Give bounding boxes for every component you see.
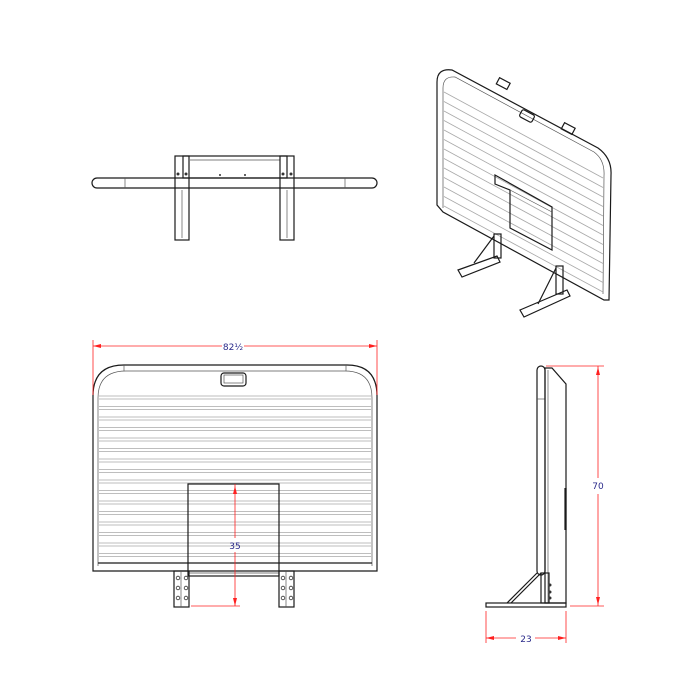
iso-slat-line: [443, 139, 604, 226]
dimension-height: 70: [546, 365, 604, 607]
iso-slat-line: [443, 167, 604, 255]
dimension-depth-label: 23: [520, 635, 531, 645]
front-bracket-right: [278, 570, 295, 608]
iso-foot-right: [519, 289, 571, 318]
dimension-depth: 23: [485, 611, 567, 645]
bolt: [175, 575, 181, 581]
top-view: [91, 155, 378, 241]
top-view-bracket-right: [279, 155, 295, 241]
side-base: [485, 602, 567, 608]
iso-slat-line: [443, 110, 604, 198]
dimension-width: 82½: [92, 340, 378, 395]
top-view-box: [182, 155, 288, 179]
front-bracket-bolts: [175, 575, 294, 601]
side-post: [536, 365, 546, 576]
dimension-width-label: 82½: [223, 343, 243, 353]
bolt: [183, 585, 189, 591]
iso-slat-line: [443, 158, 604, 245]
bolt: [183, 595, 189, 601]
iso-slat-line: [443, 129, 604, 217]
bolt: [288, 585, 294, 591]
dimension-cutout-height-label: 35: [229, 542, 240, 552]
iso-slat-line: [443, 196, 604, 283]
iso-slat-line: [443, 177, 604, 264]
front-logo-mark: [223, 374, 244, 384]
iso-slats: [443, 91, 604, 293]
bolt: [288, 595, 294, 601]
iso-slat-line: [443, 120, 604, 207]
bolt: [175, 585, 181, 591]
bolt: [288, 575, 294, 581]
isometric-view: [436, 69, 612, 318]
bolt: [280, 585, 286, 591]
iso-slat-line: [443, 205, 604, 293]
iso-cutout: [494, 173, 553, 251]
top-view-bar: [91, 177, 378, 189]
iso-slat-line: [443, 148, 604, 236]
bolt: [280, 595, 286, 601]
iso-slat-line: [443, 101, 604, 188]
front-logo-plate: [220, 372, 247, 387]
bolt: [175, 595, 181, 601]
front-frame: [92, 364, 378, 572]
top-view-bracket-left: [174, 155, 190, 241]
dimension-cutout-height: 35: [191, 484, 241, 607]
front-bracket-left: [173, 570, 190, 608]
iso-logo-plate: [519, 109, 535, 123]
iso-slat-line: [443, 91, 604, 179]
front-cutout: [187, 483, 280, 577]
bolt: [280, 575, 286, 581]
iso-slat-line: [443, 186, 604, 274]
side-view: [485, 365, 567, 608]
dimension-height-label: 70: [592, 482, 604, 492]
bolt: [183, 575, 189, 581]
iso-foot-left: [457, 255, 501, 278]
